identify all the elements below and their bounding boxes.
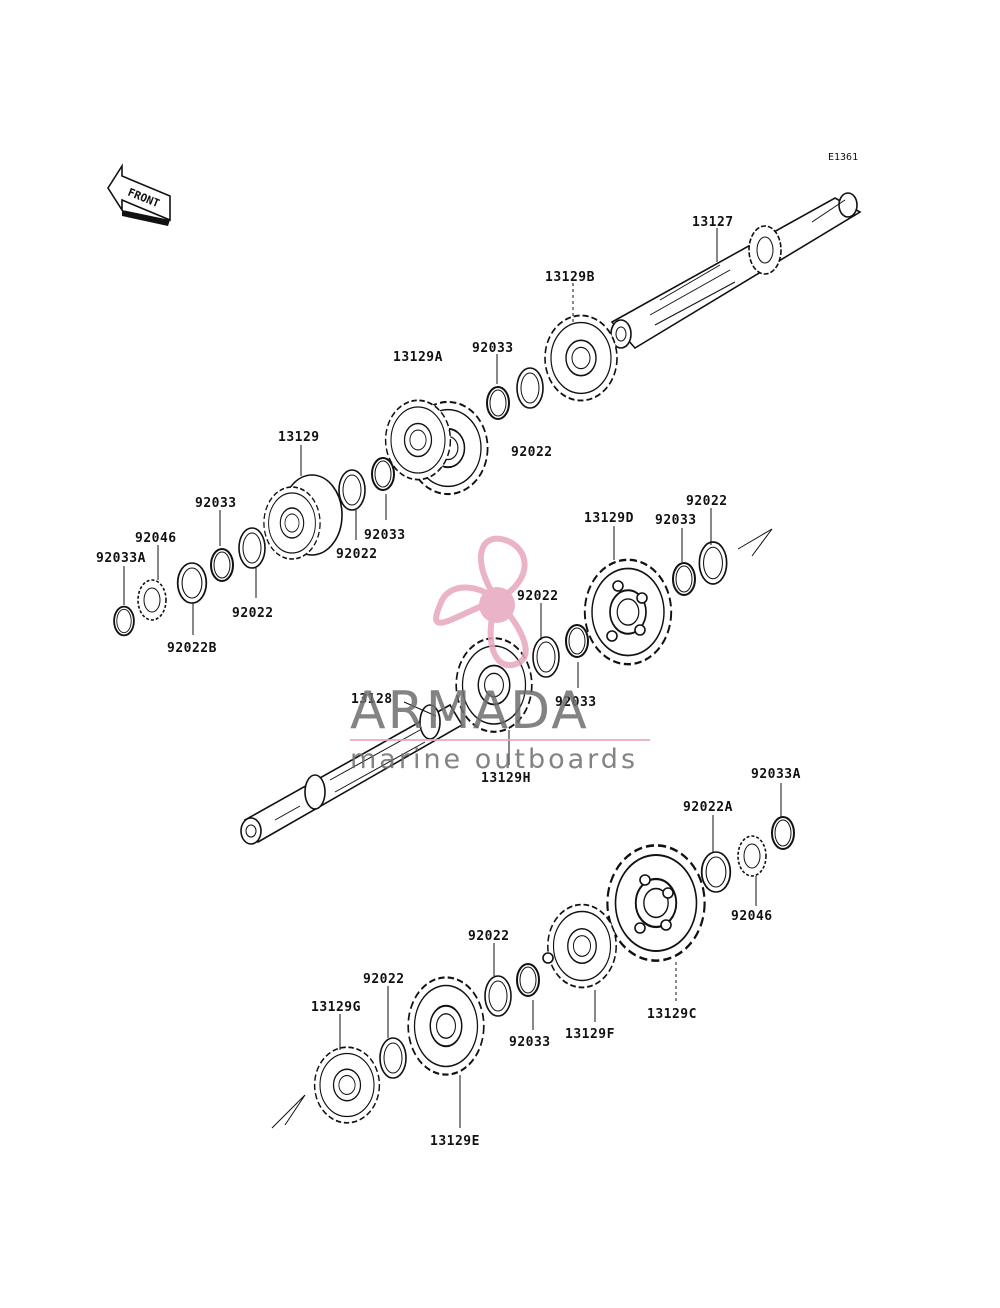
label-92022-mid: 92022 [336, 547, 378, 562]
circlip-92033-right [672, 562, 696, 596]
label-13128: 13128 [351, 692, 393, 707]
label-92022-left: 92022 [232, 606, 274, 621]
washer-92022B [176, 562, 208, 604]
label-92022A: 92022A [683, 800, 733, 815]
washer-92022-center [532, 636, 560, 678]
washer-92022A [700, 851, 732, 893]
label-13129G: 13129G [311, 1000, 361, 1015]
label-13129H: 13129H [481, 771, 531, 786]
gear-13129 [263, 474, 343, 560]
label-92033-right: 92033 [655, 513, 697, 528]
circlip-92033-left [210, 548, 234, 582]
gear-13129C [606, 844, 706, 962]
label-92033A-left: 92033A [96, 551, 146, 566]
label-13129D: 13129D [584, 511, 634, 526]
propeller-logo-icon [433, 535, 529, 669]
label-13129F: 13129F [565, 1027, 615, 1042]
armada-watermark: ARMADA marine outboards [350, 535, 650, 775]
label-92033-low: 92033 [509, 1035, 551, 1050]
circlip-92033-center [565, 624, 589, 658]
label-92033A-right: 92033A [751, 767, 801, 782]
label-92022-low2: 92022 [363, 972, 405, 987]
label-92033-top: 92033 [472, 341, 514, 356]
washer-92022-low2 [379, 1037, 407, 1079]
label-13129B: 13129B [545, 270, 595, 285]
leader-lines [123, 228, 782, 1128]
needle-bearing-92046-right [737, 835, 767, 877]
circlip-92033-low [516, 963, 540, 997]
gear-13129D [583, 558, 673, 666]
axis-arrow-lower [271, 1094, 306, 1129]
label-92046-left: 92046 [135, 531, 177, 546]
label-92022-top: 92022 [511, 445, 553, 460]
gear-13129G [313, 1046, 381, 1124]
gear-13129B [544, 314, 618, 402]
gear-13129E [407, 976, 485, 1076]
label-92033-center: 92033 [555, 695, 597, 710]
label-92033-mid: 92033 [364, 528, 406, 543]
washer-92022-right [698, 541, 728, 585]
washer-92022-left [238, 527, 266, 569]
washer-92022-top [516, 367, 544, 409]
front-direction-arrow: FRONT [107, 163, 171, 226]
watermark-tagline: marine outboards [350, 744, 638, 775]
label-13129E: 13129E [430, 1134, 480, 1149]
label-92046-right: 92046 [731, 909, 773, 924]
label-92022-low1: 92022 [468, 929, 510, 944]
circlip-92033-mid [371, 457, 395, 491]
gear-13129A [384, 399, 489, 496]
washer-92022-low1 [484, 975, 512, 1017]
label-92022B: 92022B [167, 641, 217, 656]
needle-bearing-92046-left [137, 579, 167, 621]
figure-code: E1361 [828, 152, 858, 163]
circlip-92033-top [486, 386, 510, 420]
label-92033-left: 92033 [195, 496, 237, 511]
label-92022-center: 92022 [517, 589, 559, 604]
label-13129C: 13129C [647, 1007, 697, 1022]
gear-13129F [542, 903, 618, 989]
washer-92022-mid [338, 469, 366, 511]
label-13127: 13127 [692, 215, 734, 230]
circlip-92033A-left [113, 605, 135, 637]
label-13129: 13129 [278, 430, 320, 445]
label-92022-right: 92022 [686, 494, 728, 509]
circlip-92033A-right [771, 816, 795, 850]
upper-shaft-13127 [610, 192, 862, 350]
axis-arrow-upper [737, 528, 773, 557]
watermark-brand: ARMADA [350, 681, 589, 741]
label-13129A: 13129A [393, 350, 443, 365]
